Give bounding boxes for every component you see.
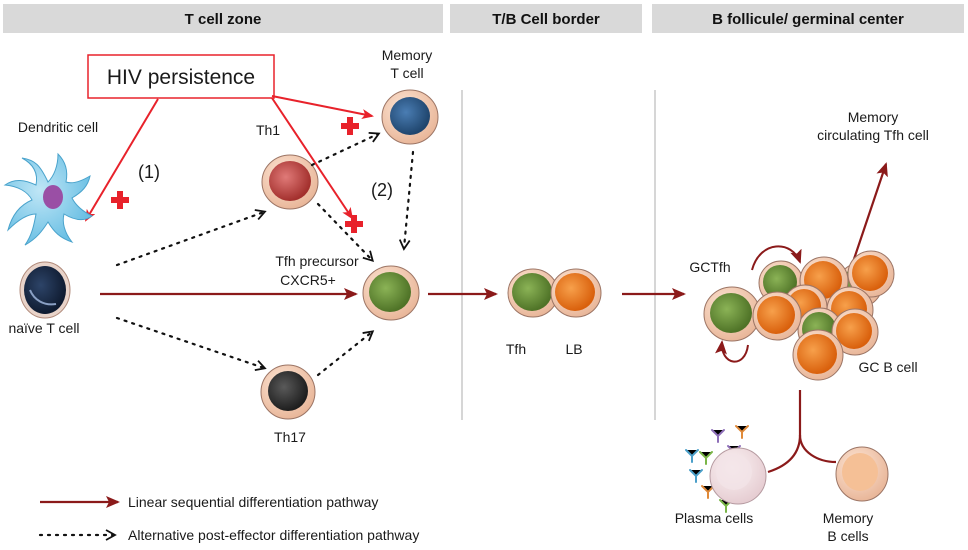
gc-curve-arrow-bottom bbox=[714, 340, 749, 363]
plasma-cell bbox=[709, 447, 767, 505]
tfh-cell bbox=[507, 268, 559, 318]
step-2-label: (2) bbox=[371, 180, 393, 200]
header-bar-t-zone bbox=[3, 4, 443, 33]
tfh-precursor-label-2: CXCR5+ bbox=[280, 272, 336, 288]
hiv-arrow-tfh bbox=[271, 97, 354, 220]
dendritic-cell-label: Dendritic cell bbox=[18, 119, 98, 135]
lb-label: LB bbox=[565, 341, 582, 357]
tfh-label: Tfh bbox=[506, 341, 526, 357]
th17-label: Th17 bbox=[274, 429, 306, 445]
th1-label: Th1 bbox=[256, 122, 280, 138]
naive-t-cell bbox=[19, 261, 71, 319]
memory-t-label-2: T cell bbox=[390, 65, 423, 81]
branch-to-memory-b bbox=[798, 434, 837, 464]
branch-to-plasma bbox=[767, 390, 802, 474]
memory-circulating-label-1: Memory bbox=[848, 109, 899, 125]
memory-t-cell bbox=[381, 89, 439, 145]
memory-b-label-2: B cells bbox=[827, 528, 868, 544]
tfh-precursor-cell bbox=[362, 265, 420, 321]
hiv-persistence-box bbox=[87, 54, 275, 99]
header-bar-border bbox=[450, 4, 642, 33]
alternative-arrows bbox=[115, 131, 415, 377]
step-1-label: (1) bbox=[138, 162, 160, 182]
hiv-arrow-dendritic bbox=[84, 98, 159, 222]
hiv-plus-icon-3 bbox=[345, 215, 363, 233]
gctfh-label: GCTfh bbox=[689, 259, 730, 275]
hiv-plus-icon-1 bbox=[111, 191, 129, 209]
memory-b-cell bbox=[835, 446, 889, 502]
plasma-cells-label: Plasma cells bbox=[675, 510, 754, 526]
memory-b-label-1: Memory bbox=[823, 510, 874, 526]
header-b-follicle: B follicule/ germinal center bbox=[712, 11, 904, 28]
th17-cell bbox=[260, 364, 316, 420]
hiv-persistence-label: HIV persistence bbox=[107, 66, 255, 89]
header-t-zone: T cell zone bbox=[185, 11, 262, 28]
header-bar-b-follicle bbox=[652, 4, 964, 33]
germinal-center-cluster bbox=[752, 250, 895, 381]
legend-alternative-label: Alternative post-effector differentiatio… bbox=[128, 527, 419, 543]
th1-cell bbox=[261, 154, 319, 210]
tfh-precursor-label-1: Tfh precursor bbox=[275, 253, 359, 269]
linear-arrows bbox=[100, 162, 888, 300]
legend-linear-label: Linear sequential differentiation pathwa… bbox=[128, 494, 378, 510]
header-border: T/B Cell border bbox=[492, 11, 600, 28]
naive-t-cell-label: naïve T cell bbox=[8, 320, 79, 336]
gctfh-cell bbox=[703, 286, 761, 342]
dendritic-cell bbox=[3, 152, 93, 246]
gc-b-cell-label: GC B cell bbox=[858, 359, 917, 375]
hiv-arrow-memory bbox=[271, 95, 374, 119]
lb-cell bbox=[550, 268, 602, 318]
hiv-plus-icon-2 bbox=[341, 117, 359, 135]
gc-curve-arrow-top bbox=[751, 245, 802, 271]
memory-circulating-label-2: circulating Tfh cell bbox=[817, 127, 929, 143]
memory-t-label-1: Memory bbox=[382, 47, 433, 63]
